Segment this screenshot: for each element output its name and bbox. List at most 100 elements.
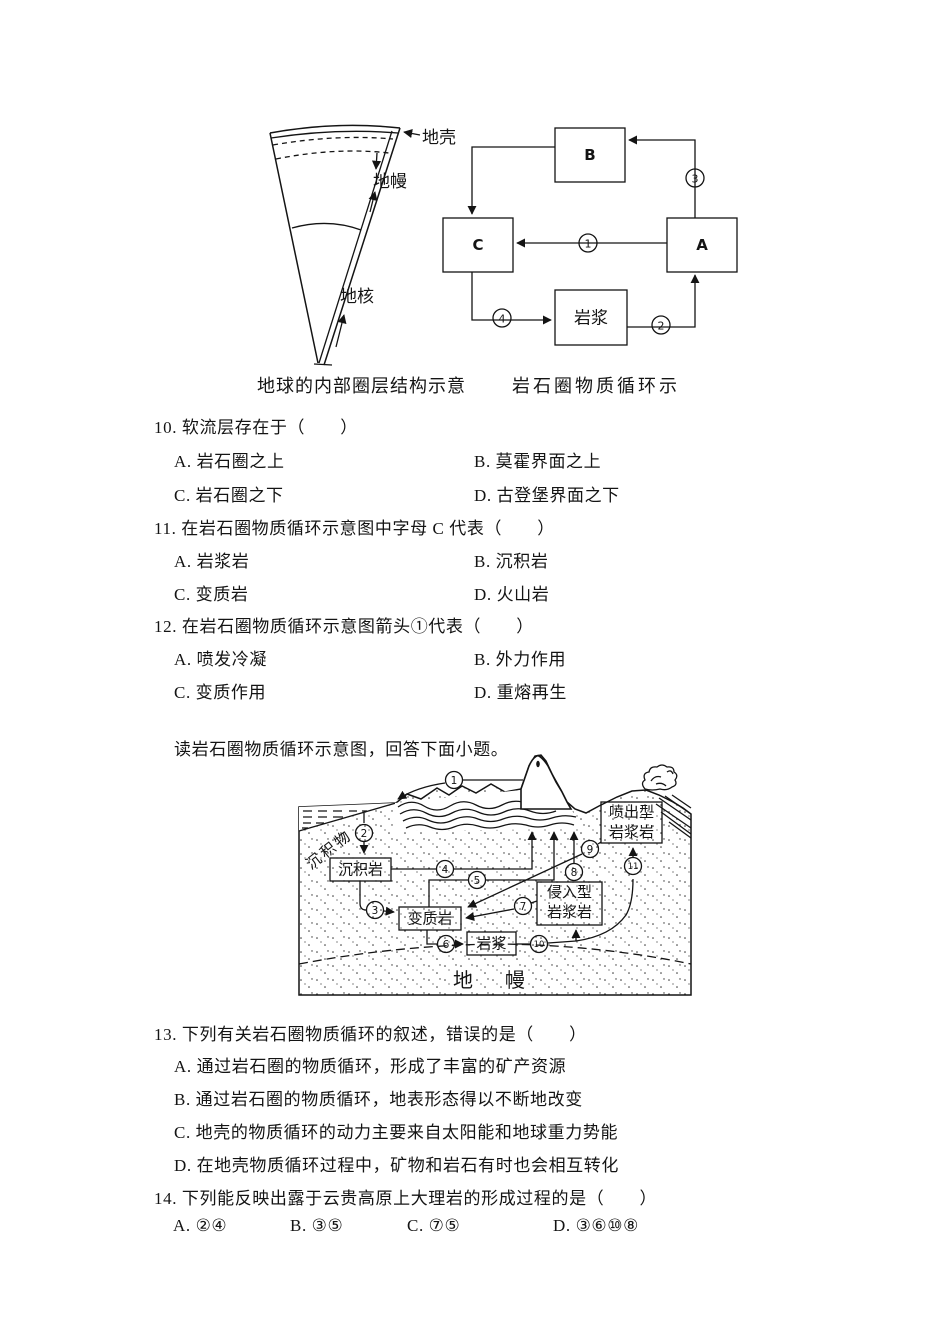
badge-5-number: 5: [474, 875, 481, 887]
badge-3: [365, 900, 385, 920]
intrusive-igneous-label-line1: 侵入型: [547, 884, 592, 901]
badge-8: [564, 862, 584, 882]
sedimentary-rock-label: 沉积岩: [338, 862, 383, 879]
badge-2-number: 2: [361, 828, 368, 840]
question-11-option-d: D. 火山岩: [474, 585, 550, 604]
sedimentary-rock-box: [329, 857, 392, 882]
badge-2: [354, 823, 374, 843]
question-13-option-b: B. 通过岩石圈的物质循环，地表形态得以不断地改变: [174, 1090, 583, 1109]
flowchart-number-badges: 1 2 3 4: [492, 168, 705, 335]
arrow3-line-a: [359, 881, 367, 911]
badge-8-number: 8: [571, 867, 578, 879]
crust-pointer-arrow-icon: [403, 129, 421, 138]
extrusive-igneous-box: [600, 801, 663, 844]
arrow-magma-to-a: [627, 274, 700, 328]
question-14-option-b: B. ③⑤: [290, 1216, 344, 1235]
arrow3-line-b: [383, 906, 395, 916]
magma-box: [466, 931, 517, 956]
badge-5: [467, 870, 487, 890]
arrow-a-to-b: [628, 135, 696, 218]
badge-11-number: 11: [628, 862, 639, 872]
extrusive-igneous-label-line2: 岩浆岩: [609, 823, 654, 841]
arrow-1-number: 1: [585, 238, 592, 251]
crust-outer-arc: [269, 124, 401, 134]
intrusive-igneous-box: [536, 881, 603, 926]
arrow1-curve: [397, 782, 446, 800]
box-b: [554, 127, 626, 183]
question-10-option-b: B. 莫霍界面之上: [474, 452, 602, 471]
question-13-option-a: A. 通过岩石圈的物质循环，形成了丰富的矿产资源: [174, 1057, 567, 1076]
mantle-boundary-dashed: [298, 943, 692, 965]
tree-icon: [641, 764, 678, 791]
badge-9: [580, 839, 600, 859]
box-c-label: C: [472, 236, 483, 254]
flowchart-boxes: B C A 岩浆: [442, 127, 738, 346]
extrusive-igneous-label-line1: 喷出型: [609, 804, 654, 821]
volcano: [520, 754, 573, 810]
question-12-option-c: C. 变质作用: [174, 683, 267, 702]
figure1-caption: 地球的内部圈层结构示意: [257, 376, 466, 396]
question-14-option-d: D. ③⑥⑩⑧: [553, 1216, 639, 1235]
question-13-stem: 13. 下列有关岩石圈物质循环的叙述，错误的是（ ）: [154, 1025, 587, 1044]
mantle-label: 地幔: [373, 172, 407, 191]
mantle-zone-label: 地 幔: [453, 969, 531, 992]
arrow7-line-b: [465, 908, 515, 921]
arrow-2-badge: [651, 315, 671, 335]
badge-1: [444, 770, 464, 790]
sea-floor-slope: [298, 802, 397, 832]
question-10-option-d: D. 古登堡界面之下: [474, 486, 620, 505]
arrow10-to-11: [575, 878, 634, 942]
badge-9-number: 9: [587, 844, 594, 856]
question-13-option-d: D. 在地壳物质循环过程中，矿物和岩石有时也会相互转化: [174, 1156, 619, 1175]
question-13-option-c: C. 地壳的物质循环的动力主要来自太阳能和地球重力势能: [174, 1123, 619, 1142]
badge-3-number: 3: [372, 905, 379, 917]
arrow-4-number: 4: [499, 313, 506, 326]
moho-dashed-line: [272, 136, 394, 146]
badge-4: [435, 859, 455, 879]
core-up-arrow-icon: [335, 314, 347, 348]
crust-label: 地壳: [422, 128, 456, 147]
badge-6-number: 6: [443, 939, 450, 951]
box-a-label: A: [696, 236, 708, 254]
badge-4-number: 4: [442, 864, 449, 876]
arrow7-line-a: [530, 900, 538, 904]
question-12-stem: 12. 在岩石圈物质循环示意图箭头①代表（ ）: [154, 617, 534, 636]
process-arrows: [359, 779, 638, 949]
question-10-stem: 10. 软流层存在于（ ）: [154, 418, 358, 437]
question-11-option-b: B. 沉积岩: [474, 552, 549, 571]
arrow-3-badge: [685, 168, 705, 188]
passage-intro: 读岩石圈物质循环示意图，回答下面小题。: [174, 740, 509, 759]
intrusive-igneous-label-line2: 岩浆岩: [547, 903, 592, 921]
arrow-1-badge: [578, 233, 598, 253]
arrow9-line-b: [467, 853, 583, 908]
sea-water-dashes: [302, 810, 367, 829]
question-14-option-c: C. ⑦⑤: [407, 1216, 461, 1235]
metamorphic-rock-box: [398, 906, 462, 931]
core-label: 地核: [340, 287, 374, 306]
arrow5-line-b: [486, 831, 559, 881]
wedge-left-edge: [269, 132, 319, 364]
question-10-option-a: A. 岩石圈之上: [174, 452, 285, 471]
question-11-stem: 11. 在岩石圈物质循环示意图中字母 C 代表（ ）: [154, 519, 555, 538]
cross-section-number-badges: 1 2 3 4 5 6 7 8 9 10 11: [354, 770, 643, 954]
wedge-right-edge: [323, 127, 401, 366]
arrow5-line-a: [428, 879, 468, 907]
badge-7: [513, 896, 533, 916]
question-11-option-a: A. 岩浆岩: [174, 552, 250, 571]
badge-1-number: 1: [451, 775, 458, 787]
box-magma: [554, 289, 628, 346]
rock-cycle-cross-section: 沉积物 地 幔: [298, 754, 692, 996]
figure2-caption: 岩石圈物质循环示: [512, 376, 680, 396]
arrow-4-badge: [492, 308, 512, 328]
badge-10: [529, 934, 549, 954]
box-magma-label: 岩浆: [574, 309, 608, 328]
mantle-up-arrow-icon: [368, 191, 378, 213]
box-a: [666, 217, 738, 273]
box-b-label: B: [584, 146, 595, 164]
wedge-bottom-tick: [313, 363, 333, 366]
magma-label: 岩浆: [476, 935, 506, 953]
rock-boxes: 沉积岩 变质岩 岩浆 侵入型 岩浆岩 喷出型 岩浆岩: [329, 801, 663, 956]
metamorphic-rock-label: 变质岩: [407, 911, 452, 928]
question-12-option-a: A. 喷发冷凝: [174, 650, 267, 669]
wedge-inner-edge: [318, 130, 393, 364]
